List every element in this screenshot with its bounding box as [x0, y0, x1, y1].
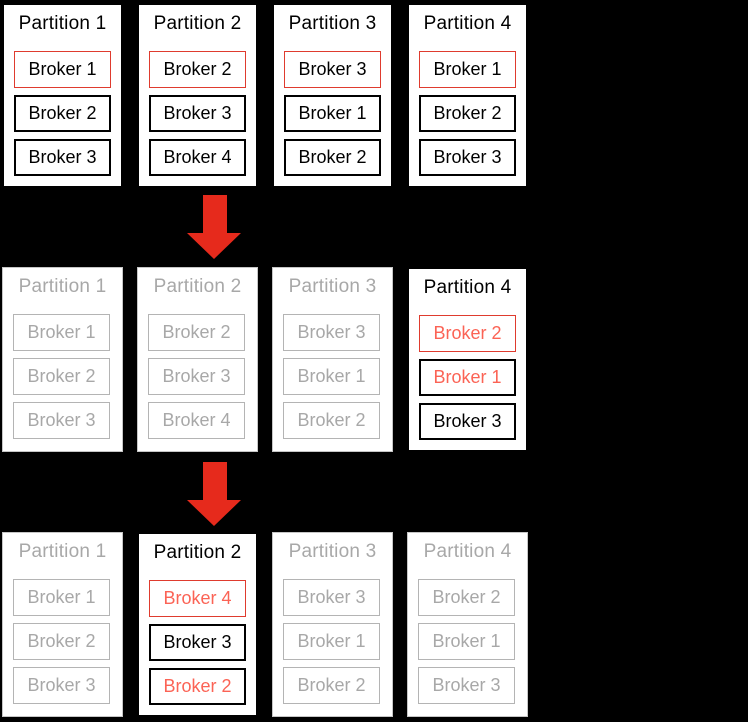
broker-box: Broker 3 — [149, 624, 246, 661]
row1-partition2: Partition 2 Broker 2 Broker 3 Broker 4 — [137, 3, 258, 188]
broker-box: Broker 2 — [13, 358, 110, 395]
broker-box: Broker 3 — [13, 667, 110, 704]
partition-title: Partition 1 — [18, 541, 107, 562]
broker-box: Broker 2 — [149, 668, 246, 705]
row3-partition4: Partition 4 Broker 2 Broker 1 Broker 3 — [407, 532, 528, 717]
broker-box: Broker 3 — [149, 95, 246, 132]
broker-box: Broker 1 — [283, 623, 380, 660]
broker-box: Broker 1 — [419, 359, 516, 396]
partition-title: Partition 3 — [288, 541, 377, 562]
broker-box: Broker 1 — [283, 358, 380, 395]
partition-title: Partition 3 — [288, 276, 377, 297]
broker-box: Broker 2 — [418, 579, 515, 616]
broker-box: Broker 2 — [419, 315, 516, 352]
broker-box: Broker 1 — [284, 95, 381, 132]
broker-box: Broker 3 — [419, 403, 516, 440]
broker-box: Broker 2 — [283, 667, 380, 704]
partition-title: Partition 2 — [153, 542, 242, 563]
broker-box: Broker 2 — [283, 402, 380, 439]
row1-partition3: Partition 3 Broker 3 Broker 1 Broker 2 — [272, 3, 393, 188]
partition-title: Partition 1 — [18, 276, 107, 297]
broker-box: Broker 1 — [419, 51, 516, 88]
broker-box: Broker 3 — [283, 579, 380, 616]
row2-partition1: Partition 1 Broker 1 Broker 2 Broker 3 — [2, 267, 123, 452]
down-arrow-icon — [187, 195, 242, 259]
partition-title: Partition 1 — [18, 13, 107, 34]
broker-box: Broker 3 — [148, 358, 245, 395]
row1-partition4: Partition 4 Broker 1 Broker 2 Broker 3 — [407, 3, 528, 188]
broker-box: Broker 2 — [13, 623, 110, 660]
broker-box: Broker 3 — [284, 51, 381, 88]
arrow-head — [187, 233, 241, 259]
broker-box: Broker 3 — [419, 139, 516, 176]
broker-box: Broker 4 — [148, 402, 245, 439]
broker-box: Broker 1 — [13, 579, 110, 616]
partition-title: Partition 2 — [153, 276, 242, 297]
row1-partition1: Partition 1 Broker 1 Broker 2 Broker 3 — [2, 3, 123, 188]
broker-box: Broker 2 — [14, 95, 111, 132]
broker-box: Broker 4 — [149, 139, 246, 176]
partition-title: Partition 4 — [423, 13, 512, 34]
row3-partition3: Partition 3 Broker 3 Broker 1 Broker 2 — [272, 532, 393, 717]
broker-box: Broker 3 — [14, 139, 111, 176]
partition-title: Partition 2 — [153, 13, 242, 34]
broker-box: Broker 2 — [419, 95, 516, 132]
row2-partition2: Partition 2 Broker 2 Broker 3 Broker 4 — [137, 267, 258, 452]
partition-title: Partition 4 — [423, 277, 512, 298]
broker-box: Broker 4 — [149, 580, 246, 617]
broker-box: Broker 2 — [148, 314, 245, 351]
row3-partition1: Partition 1 Broker 1 Broker 2 Broker 3 — [2, 532, 123, 717]
arrow-shaft — [202, 195, 227, 233]
broker-box: Broker 3 — [283, 314, 380, 351]
broker-box: Broker 3 — [418, 667, 515, 704]
down-arrow-icon — [187, 462, 242, 526]
broker-box: Broker 2 — [284, 139, 381, 176]
broker-box: Broker 1 — [14, 51, 111, 88]
broker-box: Broker 1 — [13, 314, 110, 351]
broker-box: Broker 3 — [13, 402, 110, 439]
row2-partition3: Partition 3 Broker 3 Broker 1 Broker 2 — [272, 267, 393, 452]
partition-title: Partition 4 — [423, 541, 512, 562]
arrow-head — [187, 500, 241, 526]
broker-box: Broker 1 — [418, 623, 515, 660]
arrow-shaft — [202, 462, 227, 500]
row3-partition2: Partition 2 Broker 4 Broker 3 Broker 2 — [137, 532, 258, 717]
partition-title: Partition 3 — [288, 13, 377, 34]
broker-box: Broker 2 — [149, 51, 246, 88]
row2-partition4: Partition 4 Broker 2 Broker 1 Broker 3 — [407, 267, 528, 452]
